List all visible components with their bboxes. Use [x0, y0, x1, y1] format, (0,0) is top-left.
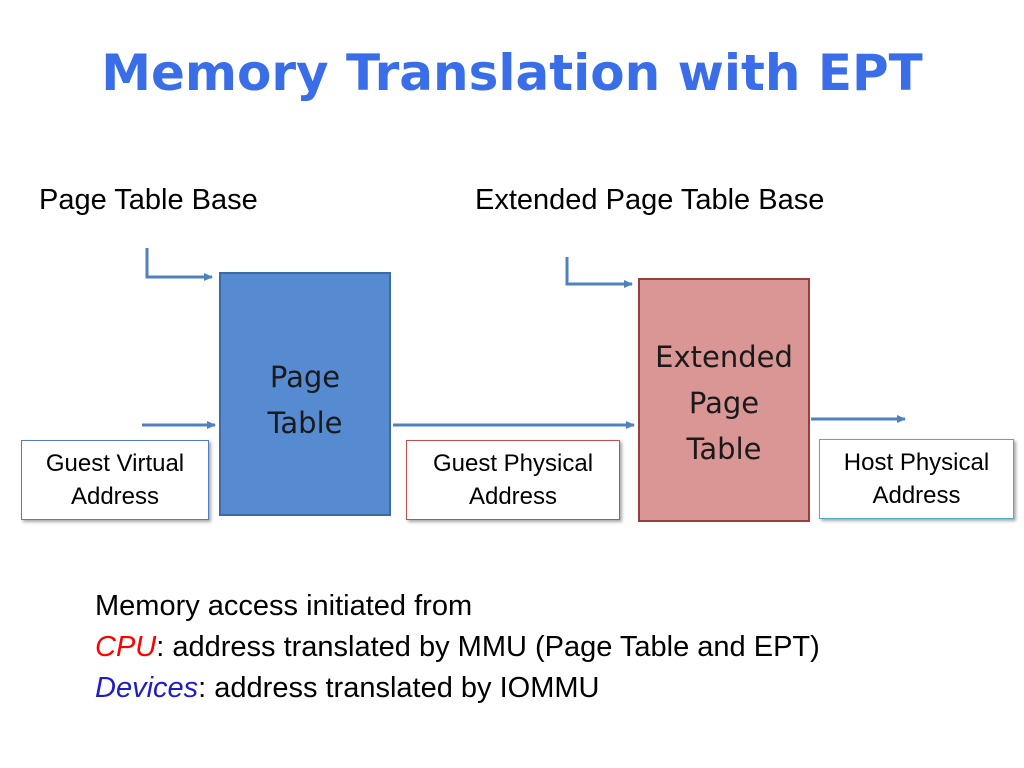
ept-line-2: Page — [688, 386, 760, 420]
notes-line-1: Memory access initiated from — [95, 590, 473, 622]
page-table-base-label: Page Table Base — [39, 184, 258, 216]
page-table-block: Page Table — [219, 272, 391, 516]
guest-physical-address-box: Guest Physical Address — [406, 440, 620, 520]
ept-line-3: Table — [686, 432, 762, 466]
gpa-line-2: Address — [468, 483, 558, 510]
notes-line-cpu: CPU: address translated by MMU (Page Tab… — [95, 627, 820, 668]
cpu-keyword: CPU — [95, 631, 157, 663]
notes-line-devices: Devices: address translated by IOMMU — [95, 668, 820, 709]
devices-text: : address translated by IOMMU — [198, 672, 600, 704]
hpa-line-2: Address — [872, 482, 961, 509]
guest-virtual-address-box: Guest Virtual Address — [21, 440, 209, 520]
slide-title: Memory Translation with EPT — [101, 44, 923, 102]
hpa-line-1: Host Physical — [843, 449, 990, 476]
extended-page-table-base-label: Extended Page Table Base — [475, 184, 825, 216]
notes: Memory access initiated from CPU: addres… — [95, 586, 820, 709]
page-table-line-1: Page — [269, 360, 341, 394]
ept-line-1: Extended — [655, 340, 793, 374]
devices-keyword: Devices — [95, 672, 199, 704]
cpu-text: : address translated by MMU (Page Table … — [156, 631, 820, 663]
page-table-line-2: Table — [267, 406, 343, 440]
gva-line-2: Address — [70, 483, 160, 510]
ptb-arrow — [145, 248, 213, 281]
extended-page-table-block: Extended Page Table — [638, 278, 810, 522]
eptb-arrow — [565, 257, 633, 288]
gpa-line-1: Guest Physical — [432, 450, 594, 477]
gva-line-1: Guest Virtual — [45, 450, 185, 477]
host-physical-address-box: Host Physical Address — [819, 439, 1014, 519]
